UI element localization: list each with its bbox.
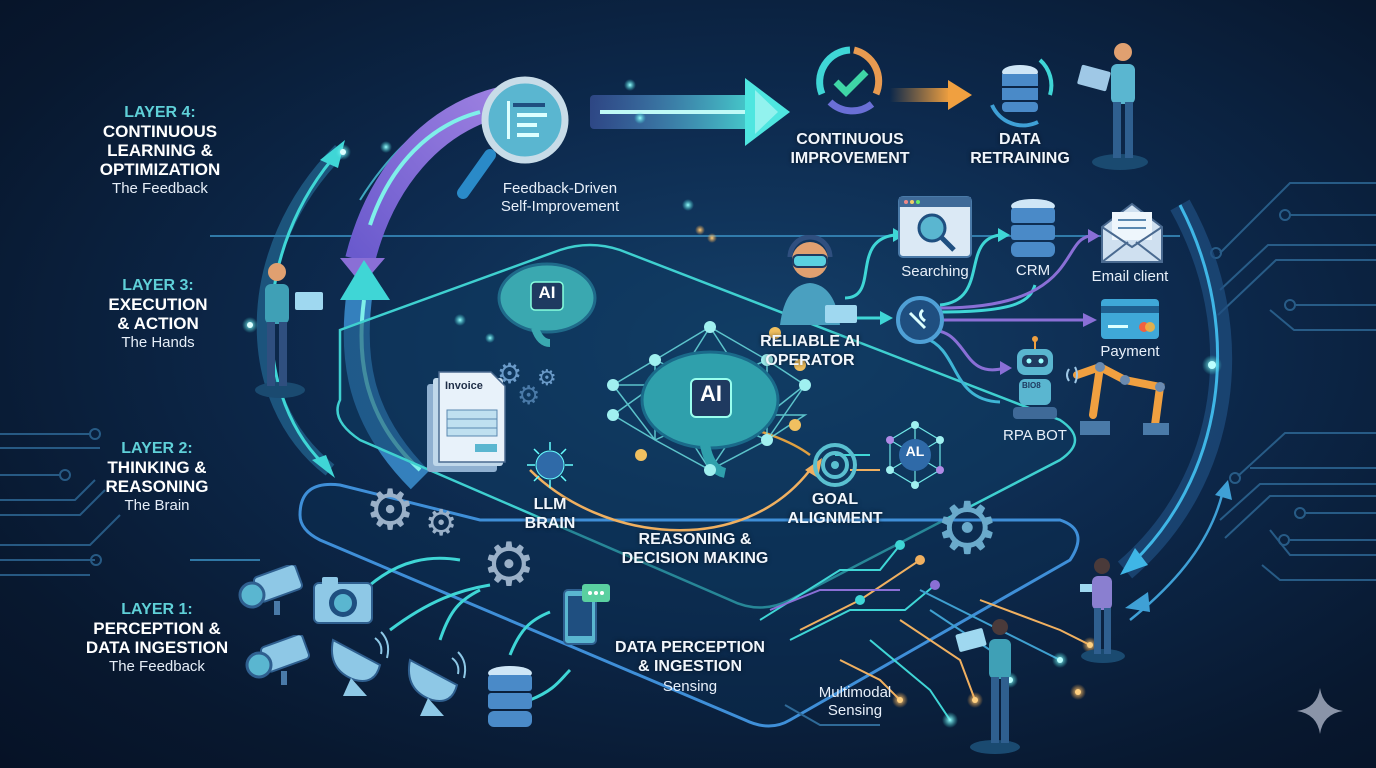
layer-title: DATA INGESTION [85, 638, 229, 657]
llm-brain-label: LLM BRAIN [510, 495, 590, 533]
layer-number: LAYER 4: [124, 104, 196, 121]
reliable-ai-operator-label: RELIABLE AI OPERATOR [755, 332, 865, 370]
llm-chip-icon [527, 442, 573, 488]
label-line: REASONING & [638, 531, 752, 548]
gear-icon: ⚙ [365, 478, 416, 541]
layer-title: OPTIMIZATION [99, 160, 221, 179]
goal-alignment-label: GOAL ALIGNMENT [775, 490, 895, 528]
gear-icon: ⚙ [517, 380, 541, 410]
feedback-line: Self-Improvement [500, 198, 620, 215]
gear-icon: ⚙ [935, 489, 1000, 569]
label-line: GOAL [811, 491, 859, 508]
label-line: DECISION MAKING [621, 550, 769, 567]
multimodal-sensing-label: Multimodal Sensing [800, 684, 910, 720]
layer-title: REASONING [105, 477, 209, 496]
label-line: IMPROVEMENT [790, 150, 910, 167]
satellite-dish-icon [408, 651, 467, 716]
tool-crm: CRM [1015, 262, 1051, 279]
layer-subtitle: The Feedback [109, 658, 205, 675]
tool-rpa-bot: RPA BOT [1003, 427, 1067, 444]
layer-title: PERCEPTION & [93, 619, 221, 638]
person-with-laptop-icon [1077, 43, 1148, 170]
mobile-chat-icon [563, 584, 610, 645]
layer-title: LEARNING & [107, 141, 213, 160]
label-line: CONTINUOUS [796, 131, 904, 148]
label-line: OPERATOR [765, 352, 855, 369]
layer-number: LAYER 1: [121, 601, 193, 618]
al-network-icon [886, 421, 944, 489]
reasoning-plane-title: REASONING & DECISION MAKING [600, 530, 790, 568]
cctv-camera-icon [238, 565, 303, 615]
label-line: RETRAINING [970, 150, 1070, 167]
layer-subtitle: The Hands [121, 334, 195, 351]
label-line: Sensing [827, 702, 883, 719]
layer-title: & ACTION [117, 314, 199, 333]
satellite-dish-icon [331, 631, 390, 696]
database-refresh-icon [990, 58, 1054, 128]
layer-3-label: LAYER 3: EXECUTION & ACTION The Hands [58, 276, 258, 352]
gear-icon: ⚙ [425, 502, 458, 543]
database-icon [488, 666, 532, 727]
label-line: DATA PERCEPTION [615, 639, 765, 656]
label-line: LLM [533, 496, 567, 513]
ai-operator-vr-headset-icon [780, 235, 857, 325]
ai-badge-small: AI [538, 283, 556, 302]
rpa-robot-icon [1013, 336, 1057, 419]
gear-icon: ⚙ [482, 531, 536, 598]
label-line: Multimodal [818, 684, 892, 701]
ai-brain-small-icon [497, 262, 597, 347]
cycle-check-icon [816, 46, 883, 115]
tool-email-client: Email client [1091, 268, 1169, 285]
feedback-line: Feedback-Driven [502, 180, 618, 197]
crm-database-icon [1011, 199, 1055, 257]
ai-badge-center: AI [700, 381, 722, 406]
layer-1-label: LAYER 1: PERCEPTION & DATA INGESTION The… [57, 600, 257, 676]
data-retraining-label: DATA RETRAINING [960, 130, 1080, 168]
target-icon [813, 443, 857, 487]
perception-plane-subtitle: Sensing [662, 678, 718, 695]
neural-network-brain-icon [607, 321, 811, 478]
perception-plane-title: DATA PERCEPTION & INGESTION [600, 638, 780, 676]
gear-icon: ⚙ [497, 358, 523, 389]
label-line: BRAIN [524, 515, 576, 532]
payment-card-icon [1101, 299, 1159, 339]
layer-2-label: LAYER 2: THINKING & REASONING The Brain [57, 439, 257, 515]
sparkle-icon [1297, 688, 1343, 734]
photo-camera-icon [313, 577, 373, 624]
al-badge: AL [905, 443, 925, 459]
gear-icon: ⚙ [537, 365, 557, 390]
magnifier-document-icon [457, 76, 569, 199]
layer-number: LAYER 2: [121, 440, 193, 457]
layer-number: LAYER 3: [122, 277, 194, 294]
continuous-improvement-label: CONTINUOUS IMPROVEMENT [770, 130, 930, 168]
tool-payment: Payment [1100, 343, 1160, 360]
robotic-arm-icon [1066, 362, 1169, 435]
feedback-driven-label: Feedback-Driven Self-Improvement [480, 180, 640, 216]
browser-search-icon [898, 196, 972, 258]
invoice-label: Invoice [445, 380, 483, 392]
layer-4-label: LAYER 4: CONTINUOUS LEARNING & OPTIMIZAT… [60, 103, 260, 198]
robot-chest-label: BIO8 [1022, 381, 1041, 390]
layer-title: EXECUTION [108, 295, 208, 314]
person-with-laptop-icon [955, 619, 1020, 754]
label-line: DATA [998, 131, 1042, 148]
invoice-document-icon [427, 371, 506, 472]
tool-hub-icon [896, 296, 944, 344]
cctv-camera-icon [245, 635, 310, 685]
label-line: & INGESTION [637, 658, 742, 675]
person-with-tablet-icon [1080, 558, 1125, 663]
layer-subtitle: The Brain [124, 497, 190, 514]
layer-title: THINKING & [107, 458, 207, 477]
layer-subtitle: The Feedback [112, 180, 208, 197]
tool-searching: Searching [901, 263, 969, 280]
label-line: RELIABLE AI [760, 333, 860, 350]
layer-title: CONTINUOUS [102, 122, 218, 141]
person-with-laptop-icon [255, 263, 323, 398]
email-envelope-icon [1101, 202, 1163, 263]
label-line: ALIGNMENT [787, 510, 883, 527]
